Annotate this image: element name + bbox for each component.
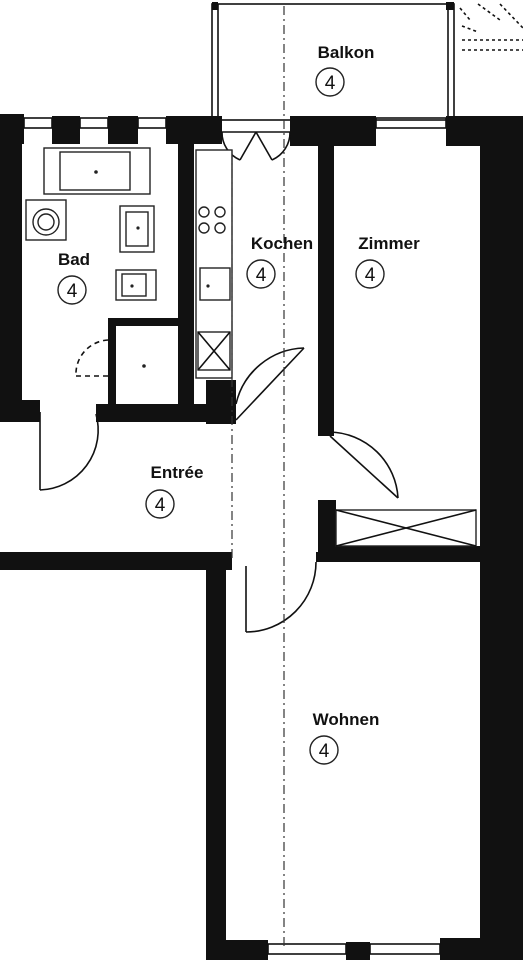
wohnen-door bbox=[245, 561, 317, 633]
room-badge-kochen bbox=[246, 259, 276, 289]
room-number-entree: 4 bbox=[155, 495, 166, 516]
shaft-door bbox=[75, 339, 146, 377]
washing-machine-icon bbox=[25, 199, 67, 241]
washbasin-icon bbox=[119, 205, 155, 253]
zimmer-door bbox=[329, 431, 399, 499]
room-badge-zimmer bbox=[355, 259, 385, 289]
kitchen-door bbox=[235, 347, 305, 421]
room-name-wohnen: Wohnen bbox=[313, 710, 380, 729]
room-badge-wohnen bbox=[309, 735, 339, 765]
room-kochen: Kochen 4 bbox=[246, 234, 313, 289]
room-badge-entree bbox=[145, 489, 175, 519]
balcony-door bbox=[221, 131, 291, 161]
room-number-bad: 4 bbox=[67, 281, 78, 302]
room-name-kochen: Kochen bbox=[251, 234, 313, 253]
bath-door bbox=[39, 412, 99, 491]
cabinet-icon bbox=[197, 331, 231, 371]
room-name-zimmer: Zimmer bbox=[358, 234, 420, 253]
room-zimmer: Zimmer 4 bbox=[355, 234, 420, 289]
room-badge-balkon bbox=[315, 67, 345, 97]
closet-icon bbox=[335, 509, 477, 547]
bathtub-icon bbox=[43, 147, 151, 195]
room-name-entree: Entrée bbox=[151, 463, 204, 482]
room-badge-bad bbox=[57, 275, 87, 305]
stove-icon bbox=[198, 206, 226, 234]
walls bbox=[0, 114, 523, 960]
room-number-kochen: 4 bbox=[256, 265, 267, 286]
sink-icon bbox=[199, 267, 231, 301]
room-balkon: Balkon 4 bbox=[315, 43, 375, 97]
room-number-wohnen: 4 bbox=[319, 741, 330, 762]
room-name-balkon: Balkon bbox=[318, 43, 375, 62]
room-name-bad: Bad bbox=[58, 250, 90, 269]
stair-fragment bbox=[459, 3, 523, 51]
windows bbox=[23, 117, 447, 955]
room-number-balkon: 4 bbox=[325, 73, 336, 94]
toilet-icon bbox=[115, 269, 157, 301]
room-wohnen: Wohnen 4 bbox=[309, 710, 380, 765]
room-bad: Bad 4 bbox=[57, 250, 90, 305]
room-entree: Entrée 4 bbox=[145, 463, 204, 519]
room-number-zimmer: 4 bbox=[365, 265, 376, 286]
